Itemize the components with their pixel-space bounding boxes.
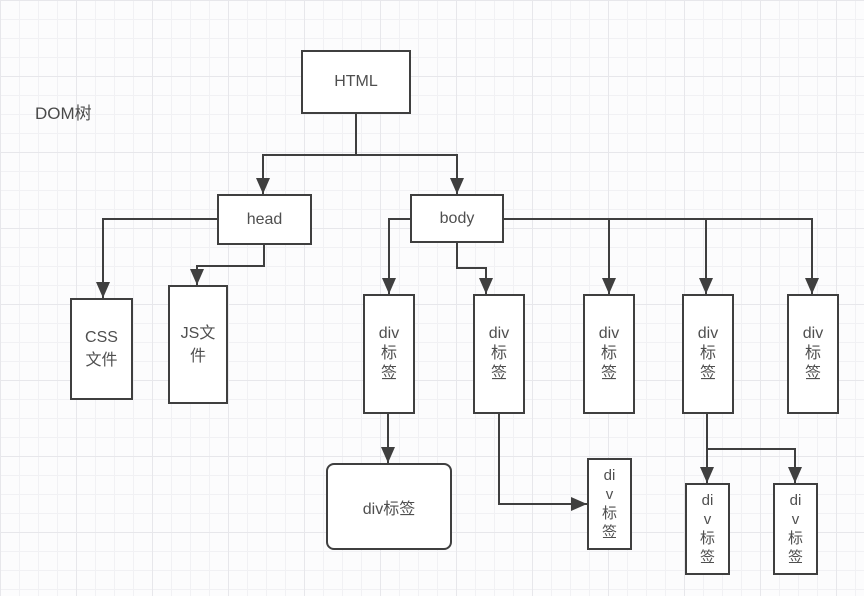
node-div-tag-2-label: div 标 签 (488, 325, 510, 382)
edge-head-js-file (190, 245, 265, 285)
diagram-title: DOM树 (35, 104, 92, 123)
node-css-file-label: CSS 文件 (85, 329, 118, 369)
node-js-file: JS文 件 (168, 285, 228, 404)
node-div-tag-child-b: di v 标 签 (685, 483, 730, 575)
node-div-tag-1: div 标 签 (363, 294, 415, 414)
node-div-tag-3-label: div 标 签 (598, 325, 620, 382)
node-div-tag-child-c-label: di v 标 签 (787, 492, 803, 566)
edge-html-body (356, 154, 464, 194)
node-div-tag-wide-label: div标签 (362, 500, 416, 518)
node-div-tag-child-a: di v 标 签 (587, 458, 632, 550)
node-div-tag-1-label: div 标 签 (378, 325, 400, 382)
node-div-tag-4-label: div 标 签 (697, 325, 719, 382)
edge-body-div5 (504, 218, 819, 294)
edge-body-div1 (382, 218, 410, 294)
edge-div4-div-tag-child-c (707, 448, 802, 483)
edge-html-head (256, 154, 356, 194)
node-html: HTML (301, 50, 411, 114)
node-div-tag-3: div 标 签 (583, 294, 635, 414)
node-head: head (217, 194, 312, 245)
node-div-tag-child-b-label: di v 标 签 (699, 492, 715, 566)
node-js-file-label: JS文 件 (180, 324, 216, 365)
node-body: body (410, 194, 504, 243)
node-head-label: head (246, 210, 283, 228)
node-div-tag-wide: div标签 (326, 463, 452, 550)
node-div-tag-child-a-label: di v 标 签 (601, 467, 617, 541)
node-body-label: body (439, 209, 475, 227)
node-css-file: CSS 文件 (70, 298, 133, 400)
node-div-tag-child-c: di v 标 签 (773, 483, 818, 575)
edge-div2-div-tag-child-a (498, 414, 587, 511)
node-div-tag-5-label: div 标 签 (802, 325, 824, 382)
edge-body-div2 (456, 243, 493, 294)
node-html-label: HTML (334, 73, 378, 90)
node-div-tag-4: div 标 签 (682, 294, 734, 414)
node-div-tag-2: div 标 签 (473, 294, 525, 414)
node-div-tag-5: div 标 签 (787, 294, 839, 414)
